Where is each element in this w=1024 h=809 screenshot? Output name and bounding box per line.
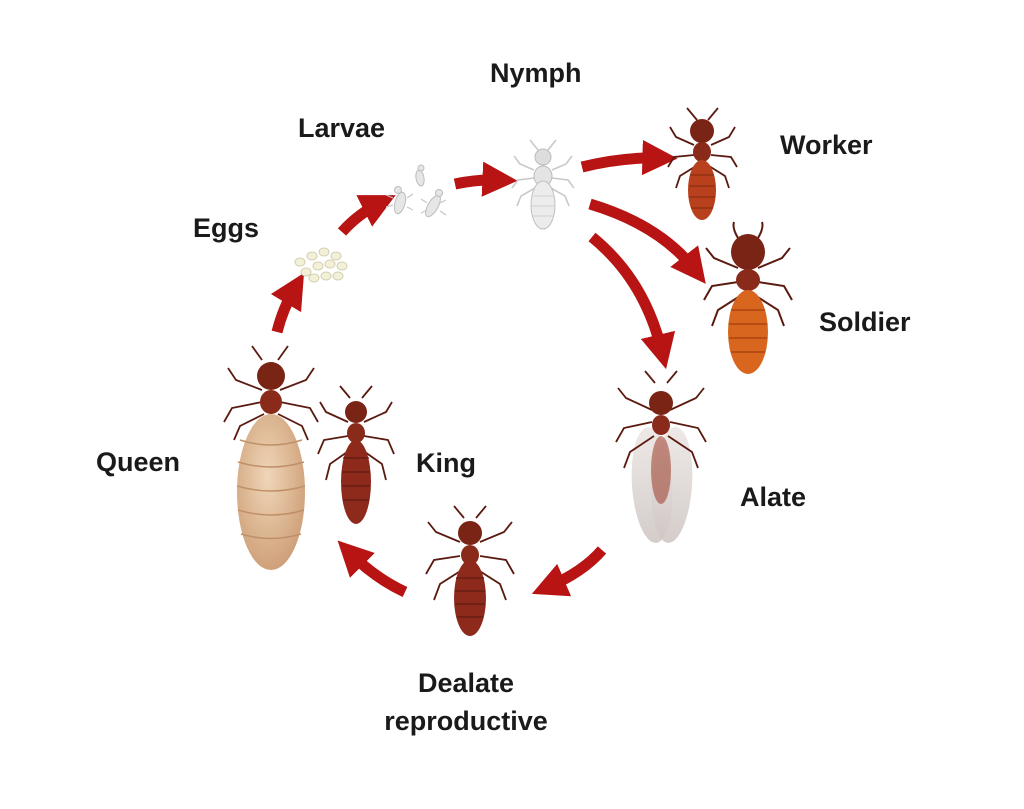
arrow-nymph-to-worker bbox=[580, 139, 678, 176]
label-nymph: Nymph bbox=[490, 58, 582, 88]
soldier-icon bbox=[703, 221, 793, 374]
dealate-reproductive-icon bbox=[425, 505, 515, 636]
label-eggs: Eggs bbox=[193, 213, 260, 243]
eggs-icon bbox=[294, 247, 348, 283]
arrow-nymph-to-alate bbox=[588, 232, 676, 370]
label-dealate-reproductive: Dealate reproductive bbox=[368, 667, 564, 738]
king-icon bbox=[317, 385, 395, 524]
larvae-icon bbox=[385, 164, 447, 218]
queen-icon bbox=[223, 345, 319, 570]
arrow-alate-to-dealate bbox=[531, 546, 607, 597]
label-king: King bbox=[416, 448, 476, 478]
arrow-nymph-to-soldier bbox=[588, 198, 706, 284]
label-worker: Worker bbox=[780, 130, 873, 160]
label-alate: Alate bbox=[740, 482, 807, 512]
label-queen: Queen bbox=[96, 447, 181, 477]
alate-icon bbox=[615, 370, 707, 543]
cycle-arrows bbox=[270, 139, 706, 597]
arrow-eggs-to-larvae bbox=[337, 195, 396, 236]
label-larvae: Larvae bbox=[298, 113, 386, 143]
nymph-icon bbox=[511, 139, 575, 230]
label-dealate-line1: Dealate bbox=[417, 668, 515, 698]
label-soldier: Soldier bbox=[819, 307, 911, 337]
arrow-larvae-to-nymph bbox=[453, 161, 518, 197]
arrow-dealate-to-queen bbox=[337, 540, 408, 597]
worker-icon bbox=[667, 107, 738, 220]
arrow-queen-to-eggs bbox=[270, 272, 305, 334]
label-dealate-line2: reproductive bbox=[384, 706, 548, 737]
